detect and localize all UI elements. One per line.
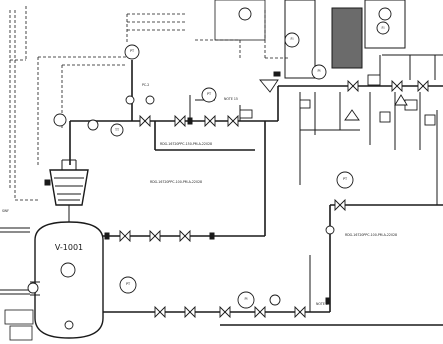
bubble-pi-right: PI: [311, 64, 327, 80]
header-line-label: RDG-16720PPC-150-PM-A-22028: [160, 142, 212, 146]
instrument-bubbles: PT PT TT FI PI FI PT PT: [53, 21, 390, 309]
bubble-tt: TT: [110, 123, 124, 137]
left-label: SWF: [2, 209, 9, 213]
note-9: NOTE 9: [316, 302, 328, 306]
svg-text:FI: FI: [382, 26, 385, 30]
vessel-v-1001: V-1001: [4, 221, 104, 341]
left-signal-lines: [9, 6, 40, 201]
svg-text:PI: PI: [244, 297, 247, 301]
right-instruments: [239, 74, 436, 126]
vessel-nozzle-bubble: [60, 262, 76, 278]
svg-text:PT: PT: [126, 282, 131, 286]
svg-text:PI: PI: [317, 69, 320, 73]
bubble-fi-right: FI: [284, 32, 300, 48]
hatched-equipment: [331, 7, 363, 69]
right-equipment: [214, 0, 406, 79]
note-15: NOTE 15: [224, 97, 238, 101]
vessel-tag: V-1001: [55, 243, 83, 252]
cyclone-separator: [44, 159, 89, 222]
svg-text:FI: FI: [291, 37, 294, 41]
bubble-pt-lower: PT: [119, 276, 137, 294]
pc-2-label: PC-2: [142, 83, 149, 87]
bubble-pi-lower: PI: [237, 291, 255, 309]
svg-text:TT: TT: [114, 128, 120, 132]
svg-text:PT: PT: [343, 177, 348, 181]
line-labels: RDG-16720PPC-150-PM-A-22028 RDG-16720PPC…: [2, 83, 397, 306]
bubble-pt-right: PT: [336, 171, 354, 189]
lower-header-line-label: RDG-16720PPC-100-PM-A-22028: [150, 180, 202, 184]
svg-text:PT: PT: [207, 92, 212, 96]
bubble-pt-upper: PT: [124, 44, 140, 60]
bubble-pt-mid: PT: [201, 87, 217, 103]
svg-text:PT: PT: [130, 49, 135, 53]
valves: [104, 71, 429, 319]
process-header: [69, 60, 443, 236]
bubble-fi-far: FI: [376, 21, 390, 35]
right-branch-line-label: RDG-16720PPC-100-PM-A-22028: [345, 233, 397, 237]
